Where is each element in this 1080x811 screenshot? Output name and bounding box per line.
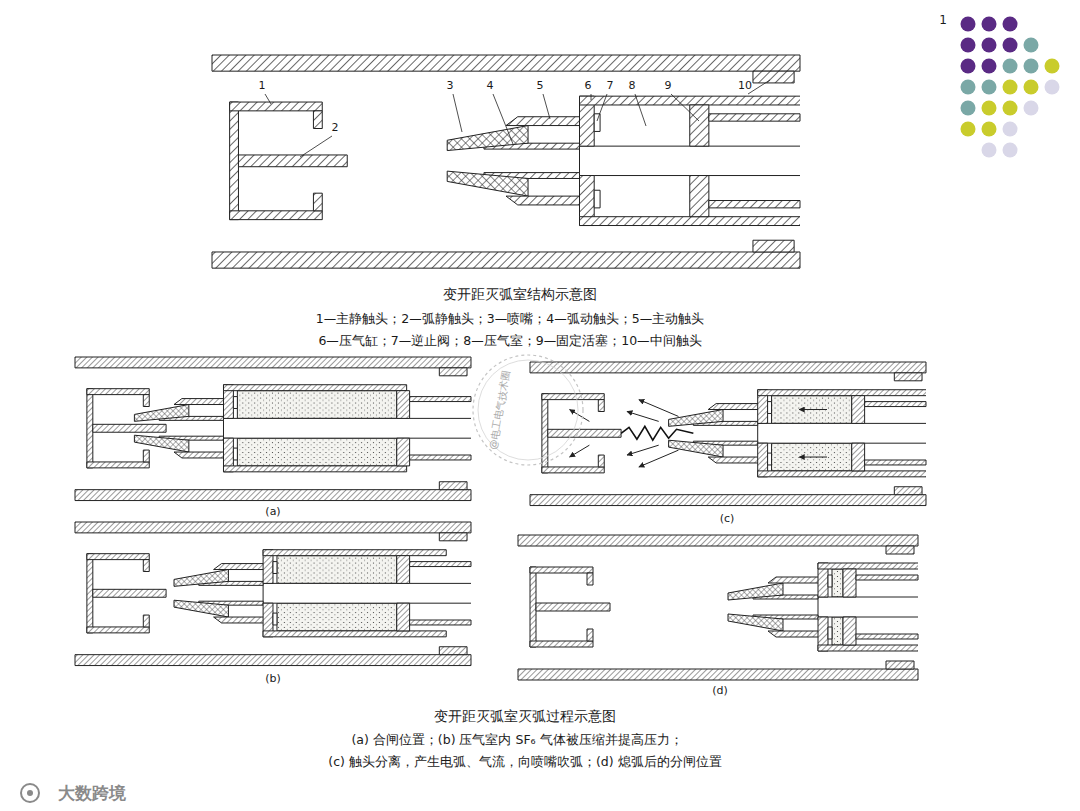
decor-dot xyxy=(1045,59,1060,74)
logo-icon xyxy=(21,784,39,802)
decor-dot xyxy=(961,122,976,137)
watermark-ring xyxy=(473,355,583,465)
decor-dot xyxy=(1003,17,1018,32)
figure-title: 变开距灭弧室结构示意图 xyxy=(443,286,597,303)
callout-number: 6 xyxy=(585,79,592,92)
decor-dot xyxy=(1003,101,1018,116)
subfigure-label: (d) xyxy=(712,684,728,697)
callout-number: 2 xyxy=(332,121,339,134)
subfigure-label: (a) xyxy=(265,505,280,518)
leader-line xyxy=(265,94,271,104)
logo-text: 大数跨境 xyxy=(58,783,126,803)
arc-chamber-drawing xyxy=(212,55,962,268)
subfigure-label: (b) xyxy=(265,672,281,685)
decor-dot xyxy=(982,38,997,53)
decor-dot xyxy=(1003,122,1018,137)
subfigure-label: (c) xyxy=(720,512,735,525)
arc-chamber-drawing xyxy=(530,362,1015,506)
callout-number: 1 xyxy=(259,79,266,92)
decor-dot xyxy=(1024,59,1039,74)
decor-dot xyxy=(1003,143,1018,158)
callout-number: 3 xyxy=(447,79,454,92)
watermark: @电工电气技术圈 xyxy=(487,370,513,451)
callout-number: 4 xyxy=(487,79,494,92)
callout-number: 8 xyxy=(629,79,636,92)
figure-caption: (c) 触头分离，产生电弧、气流，向喷嘴吹弧；(d) 熄弧后的分闸位置 xyxy=(328,754,721,769)
watermark-ring xyxy=(478,360,578,460)
decor-dot xyxy=(982,101,997,116)
decor-dot xyxy=(961,80,976,95)
leader-line xyxy=(453,94,462,132)
leader-line xyxy=(493,94,513,144)
callout-number: 7 xyxy=(607,79,614,92)
decor-dot xyxy=(1024,80,1039,95)
decor-dot xyxy=(1045,80,1060,95)
arc-chamber-drawing xyxy=(518,535,1078,680)
leader-line xyxy=(635,94,646,126)
decor-dots xyxy=(961,17,1060,158)
decor-dot xyxy=(961,59,976,74)
arc-chamber-drawing xyxy=(75,357,481,501)
leader-line xyxy=(671,94,699,121)
decor-dot xyxy=(982,17,997,32)
leader-line xyxy=(300,136,332,157)
leader-line xyxy=(597,94,607,121)
decor-dot xyxy=(961,17,976,32)
page-number: 1 xyxy=(939,13,947,27)
figure-title: 变开距灭弧室灭弧过程示意图 xyxy=(434,708,616,725)
decor-dot xyxy=(1003,80,1018,95)
decor-dot xyxy=(1024,38,1039,53)
decor-dot xyxy=(1003,38,1018,53)
decor-dot xyxy=(961,101,976,116)
leader-lines xyxy=(265,80,770,157)
parts-legend: 6—压气缸；7—逆止阀；8—压气室；9—固定活塞；10—中间触头 xyxy=(318,333,701,348)
parts-legend: 1—主静触头；2—弧静触头；3—喷嘴；4—弧动触头；5—主动触头 xyxy=(316,311,704,326)
arc-chamber-drawing xyxy=(75,522,521,666)
figure-caption: (a) 合闸位置；(b) 压气室内 SF₆ 气体被压缩并提高压力； xyxy=(351,732,682,747)
logo-icon xyxy=(27,790,33,796)
decor-dot xyxy=(1003,59,1018,74)
leader-line xyxy=(543,94,550,119)
callout-number: 5 xyxy=(537,79,544,92)
decor-dot xyxy=(982,80,997,95)
decor-dot xyxy=(961,38,976,53)
decor-dot xyxy=(982,143,997,158)
decor-dot xyxy=(982,59,997,74)
decor-dot xyxy=(982,122,997,137)
callout-number: 9 xyxy=(665,79,672,92)
leader-line xyxy=(591,94,592,100)
callout-number: 10 xyxy=(738,79,752,92)
decor-dot xyxy=(1024,101,1039,116)
